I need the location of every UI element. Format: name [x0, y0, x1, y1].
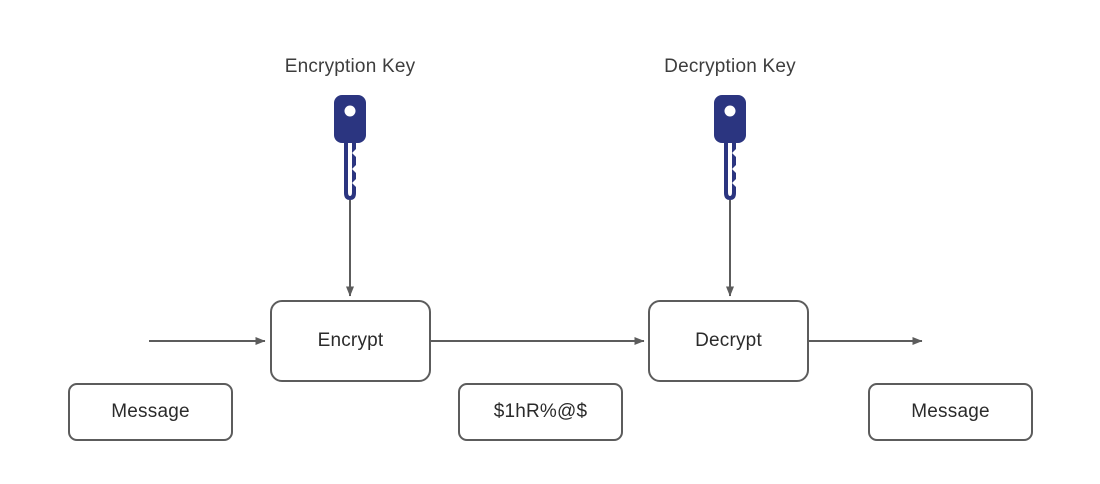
- decrypt-process-box[interactable]: Decrypt: [648, 300, 809, 382]
- decryption-key-label: Decryption Key: [664, 56, 796, 77]
- plaintext-input-box[interactable]: Message: [68, 383, 233, 441]
- plaintext-input-label: Message: [111, 401, 190, 422]
- decrypt-label: Decrypt: [695, 330, 762, 351]
- ciphertext-box[interactable]: $1hR%@$: [458, 383, 623, 441]
- plaintext-output-box[interactable]: Message: [868, 383, 1033, 441]
- encrypt-label: Encrypt: [317, 330, 384, 351]
- encrypt-process-box[interactable]: Encrypt: [270, 300, 431, 382]
- plaintext-output-label: Message: [911, 401, 990, 422]
- encryption-key-label: Encryption Key: [284, 56, 416, 77]
- key-icon: [326, 95, 374, 205]
- key-icon: [706, 95, 754, 205]
- ciphertext-label: $1hR%@$: [493, 401, 588, 422]
